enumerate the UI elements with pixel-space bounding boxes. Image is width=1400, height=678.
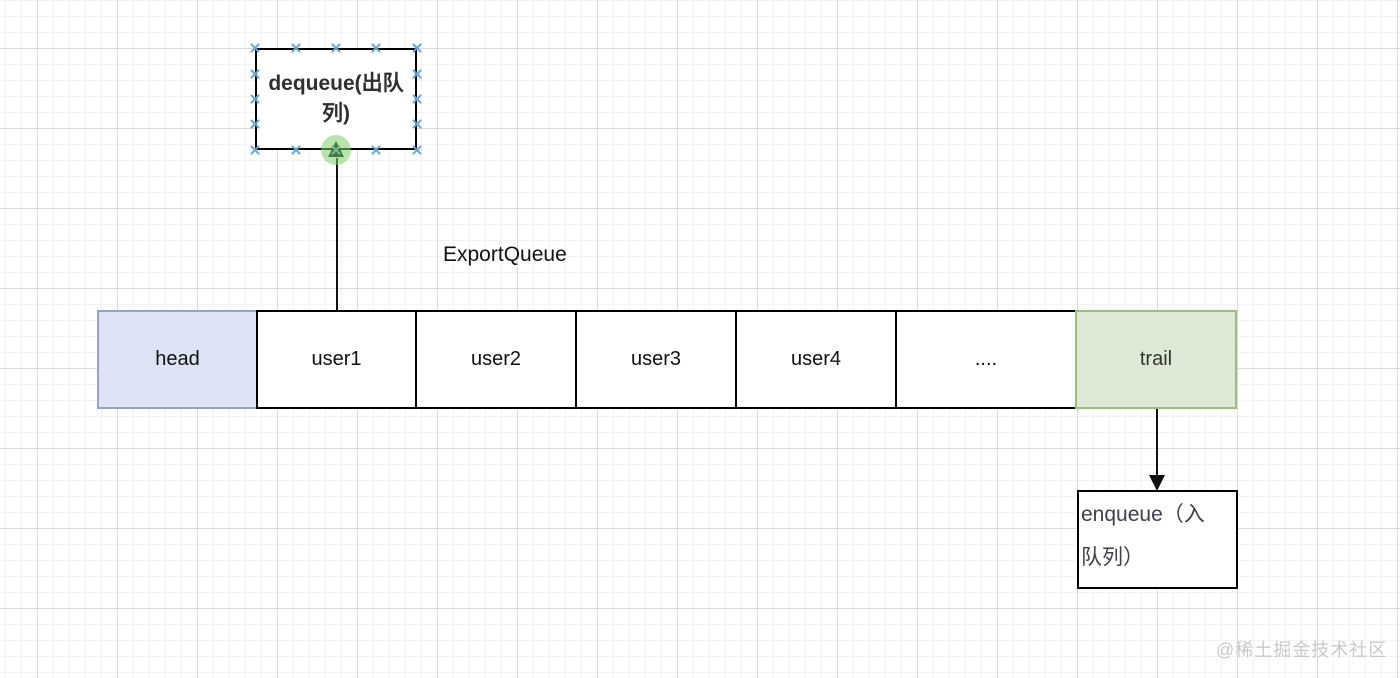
dequeue-node-label-line1: dequeue(出队	[268, 72, 404, 95]
connection-point-icon[interactable]	[411, 68, 423, 80]
queue-cell-label: user4	[790, 348, 842, 370]
connection-point-icon[interactable]	[249, 118, 261, 130]
connection-point-icon[interactable]	[249, 42, 261, 54]
queue-cell-label: trail	[1139, 348, 1173, 370]
connection-point-icon[interactable]	[370, 42, 382, 54]
queue-cell-user2[interactable]: user2	[415, 310, 577, 409]
flow-label: ExportQueue	[443, 243, 567, 266]
connection-point-icon[interactable]	[411, 144, 423, 156]
connection-point-icon[interactable]	[290, 144, 302, 156]
connection-point-icon[interactable]	[290, 42, 302, 54]
dequeue-node-label-line2: 列)	[322, 102, 350, 125]
queue-cell-user1[interactable]: user1	[256, 310, 417, 409]
connection-point-icon[interactable]	[411, 118, 423, 130]
connection-port-circle[interactable]	[321, 135, 351, 165]
queue-cell-user3[interactable]: user3	[575, 310, 737, 409]
enqueue-node-label-line2: 队列）	[1081, 546, 1144, 569]
enqueue-node-label-line1: enqueue（入	[1081, 503, 1205, 526]
queue-cell-head[interactable]: head	[97, 310, 258, 409]
connection-point-icon[interactable]	[411, 93, 423, 105]
queue-cell-label: user3	[630, 348, 682, 370]
queue-cell-user4[interactable]: user4	[735, 310, 897, 409]
connection-point-icon[interactable]	[411, 42, 423, 54]
connection-point-icon[interactable]	[249, 144, 261, 156]
queue-cell-label: user1	[311, 348, 362, 370]
queue-cell-trail[interactable]: trail	[1075, 310, 1237, 409]
enqueue-arrow-line[interactable]	[1156, 409, 1158, 477]
connection-point-icon[interactable]	[249, 93, 261, 105]
connection-point-icon[interactable]	[249, 68, 261, 80]
queue-cell-label: ....	[974, 348, 998, 370]
queue-cell-label: head	[155, 348, 200, 370]
enqueue-node[interactable]: enqueue（入 队列）	[1077, 490, 1238, 589]
connection-point-icon[interactable]	[330, 42, 342, 54]
queue-cell-label: user2	[470, 348, 522, 370]
dequeue-node[interactable]: dequeue(出队 列)	[255, 48, 417, 150]
connection-point-icon[interactable]	[370, 144, 382, 156]
queue-cell-ellipsis[interactable]: ....	[895, 310, 1077, 409]
watermark: @稀土掘金技术社区	[1216, 640, 1388, 660]
arrow-down-icon	[1149, 475, 1165, 491]
dequeue-arrow-line[interactable]	[336, 158, 338, 310]
